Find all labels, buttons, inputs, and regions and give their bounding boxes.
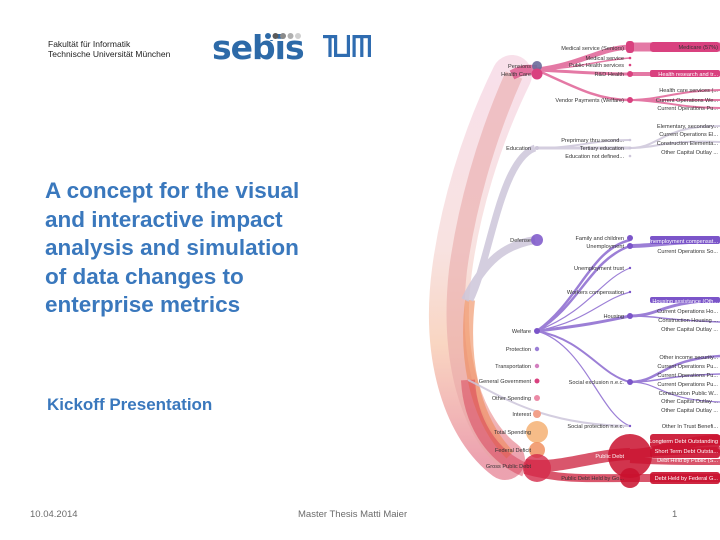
label-debt-held-public: Debt Held by Public (S... [657,458,718,464]
sebis-dots-icon [265,33,301,41]
level1-labels: Pensions Health Care Education Defense W… [479,64,532,470]
footer-author: Master Thesis Matti Maier [298,509,408,520]
label-elementary-secondary: Elementary, secondary... [657,124,718,130]
title-line-2: and interactive impact [45,206,283,232]
label-total-spending: Total Spending [494,430,531,436]
label-gross-public-debt: Gross Public Debt [486,464,532,470]
level3-labels: Medicare (57%) Health research and tr...… [647,45,719,482]
label-social-protection: Social protection n.e.c. [567,424,624,430]
total-spending-node [526,421,548,443]
title-line-1: A concept for the visual [45,178,300,203]
label-other-capital-3: Other Capital Outlay ... [661,399,718,405]
label-medical-service-seniors: Medical service (Seniors) [561,46,624,52]
label-interest: Interest [512,412,531,418]
education-node [535,146,539,150]
pensions-node [532,61,542,71]
label-current-ops-pu-2: Current Operations Pu... [657,364,718,370]
label-social-exclusion: Social exclusion n.e.c. [569,380,625,386]
label-current-ops-ho: Current Operations Ho... [657,309,718,315]
label-other-capital-4: Other Capital Outlay ... [661,408,718,414]
label-public-debt: Public Debt [595,454,624,460]
label-health-care-services: Health care services (... [659,88,718,94]
transportation-node [534,363,540,369]
label-vendor-payments: Vendor Payments (Welfare) [555,98,624,104]
federal-deficit-node [529,442,545,458]
label-rd-health: R&D Health [594,72,624,78]
tum-logo [323,35,371,57]
title-line-4: of data changes to [45,263,244,289]
label-health-care: Health Care [501,72,531,78]
slide-title: A concept for the visual and interactive… [45,177,405,320]
label-construction-public: Construction Public W... [659,391,719,397]
label-protection: Protection [506,347,531,353]
title-line-3: analysis and simulation [45,235,299,260]
label-tertiary: Tertiary education [580,146,624,152]
label-other-capital-1: Other Capital Outlay ... [661,150,718,156]
interest-node [533,410,541,418]
label-unemployment-compensat: Unemployment compensat... [647,239,719,245]
level3-bars [650,42,720,484]
title-line-5: enterprise metrics [45,292,241,317]
label-public-health: Public Health services [569,63,624,69]
label-welfare: Welfare [512,329,531,335]
general-government-node [534,378,540,384]
label-family-children: Family and children [575,236,624,242]
medical-senior-node [626,41,634,53]
label-debt-held-federal: Debt Held by Federal G... [655,476,719,482]
label-construction-housing: Construction Housing ... [658,318,718,324]
label-defense: Defense [510,238,531,244]
education-flows [461,125,720,427]
label-housing-assistance: Housing assistance (Oth... [652,299,718,305]
label-general-government: General Government [479,379,532,385]
label-current-ops-el: Current Operations El... [659,132,718,138]
label-other-income: Other income security... [659,355,718,361]
welfare-node [534,328,540,334]
label-unemployment-trust: Unemployment trust [574,266,624,272]
faculty-label: Fakultät für Informatik Technische Unive… [48,39,170,59]
flow-trunk [429,55,532,480]
label-longterm-debt: Longterm Debt Outstanding [649,439,718,445]
level1-nodes [523,61,551,482]
faculty-line-2: Technische Universität München [48,49,171,59]
label-current-ops-pu-3: Current Operations Pu... [657,373,718,379]
impact-flow-visualization: Pensions Health Care Education Defense W… [429,41,720,488]
label-preprimary: Preprimary thru second... [561,138,624,144]
label-other-capital-2: Other Capital Outlay ... [661,327,718,333]
footer-date: 10.04.2014 [30,509,78,520]
label-other-in-trust: Other In Trust Benefi... [662,424,719,430]
label-medical-service: Medical service [585,56,624,62]
level2-nodes [608,41,652,488]
label-medicare: Medicare (57%) [679,45,719,51]
other-spending-node [534,395,540,401]
label-health-research: Health research and tr... [658,72,718,78]
label-other-spending: Other Spending [492,396,531,402]
label-workers-compensation: Workers compensation [567,290,624,296]
label-federal-deficit: Federal Deficit [495,448,532,454]
gross-public-debt-node [523,454,551,482]
defense-node [531,234,543,246]
faculty-line-1: Fakultät für Informatik [48,39,131,49]
label-public-debt-held: Public Debt Held by Go... [561,476,624,482]
footer-page-number: 1 [672,509,678,520]
label-education-not-defined: Education not defined... [565,154,624,160]
health-care-node [531,68,543,80]
label-transportation: Transportation [495,364,531,370]
label-education: Education [506,146,531,152]
label-current-ops-we: Current Operations We... [656,98,719,104]
label-short-term-debt: Short Term Debt Outsta... [655,449,719,455]
protection-node [534,346,540,352]
label-construction-elementa: Construction Elementa... [657,141,719,147]
level2-labels: Medical service (Seniors) Medical servic… [555,46,624,482]
label-current-ops-so: Current Operations So... [657,249,718,255]
label-current-ops-pu-1: Current Operations Pu... [657,106,718,112]
public-debt-node [608,434,652,478]
label-unemployment: Unemployment [586,244,624,250]
label-current-ops-pu-4: Current Operations Pu... [657,382,718,388]
slide-subtitle: Kickoff Presentation [47,395,213,414]
label-pensions: Pensions [508,64,531,70]
label-housing: Housing [603,314,624,320]
